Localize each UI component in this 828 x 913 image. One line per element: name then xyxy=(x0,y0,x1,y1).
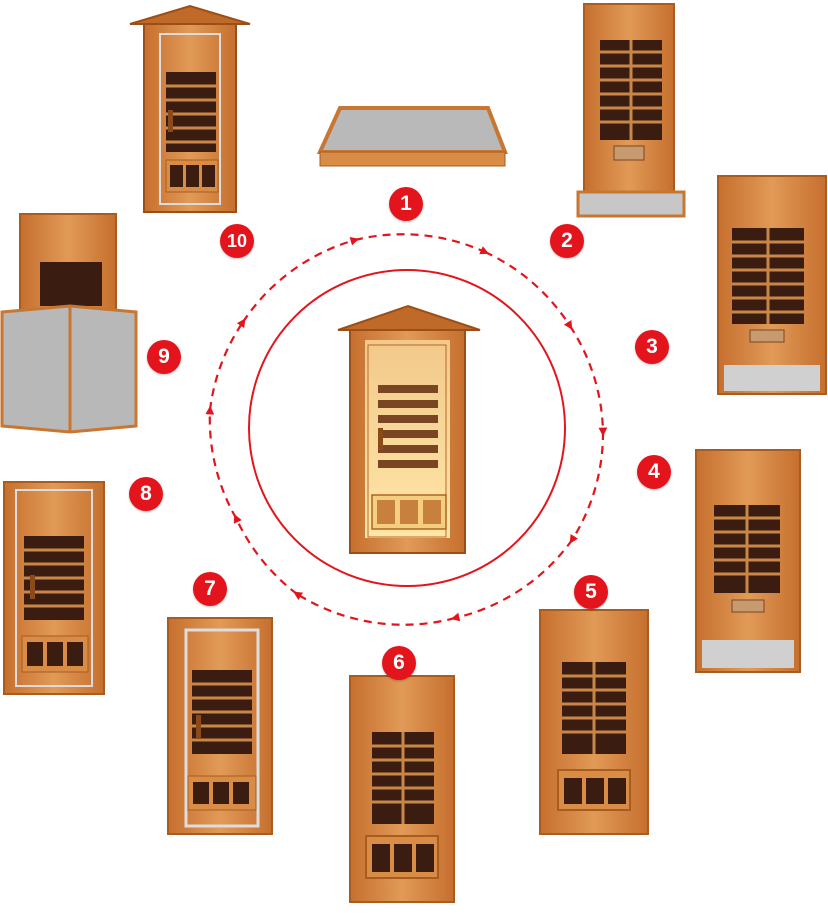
step-3-side-wall-image xyxy=(717,175,827,395)
step-7-door-image xyxy=(167,617,273,835)
step-5-badge: 5 xyxy=(574,575,608,609)
step-8-badge: 8 xyxy=(129,477,163,511)
step-10-completed-sauna-image xyxy=(129,4,251,213)
step-3-badge: 3 xyxy=(635,330,669,364)
assembled-sauna-icon xyxy=(337,304,481,554)
step-1-badge: 1 xyxy=(389,187,423,221)
step-4-side-wall-image xyxy=(695,449,801,673)
step-6-badge: 6 xyxy=(382,646,416,680)
step-6-front-panel-image xyxy=(349,675,455,903)
step-9-badge: 9 xyxy=(147,340,181,374)
step-7-badge: 7 xyxy=(193,572,227,606)
step-10-badge: 10 xyxy=(220,224,254,258)
step-8-roof-panel-image xyxy=(3,481,105,695)
step-1-floor-image xyxy=(316,106,508,167)
step-2-back-wall-image xyxy=(576,3,686,218)
step-4-badge: 4 xyxy=(637,455,671,489)
dashed-arrow-cycle-icon xyxy=(205,233,608,626)
center-ring xyxy=(248,269,566,587)
step-9-roof-cover-image xyxy=(0,213,138,434)
step-5-bench-image xyxy=(539,609,649,835)
step-2-badge: 2 xyxy=(550,224,584,258)
